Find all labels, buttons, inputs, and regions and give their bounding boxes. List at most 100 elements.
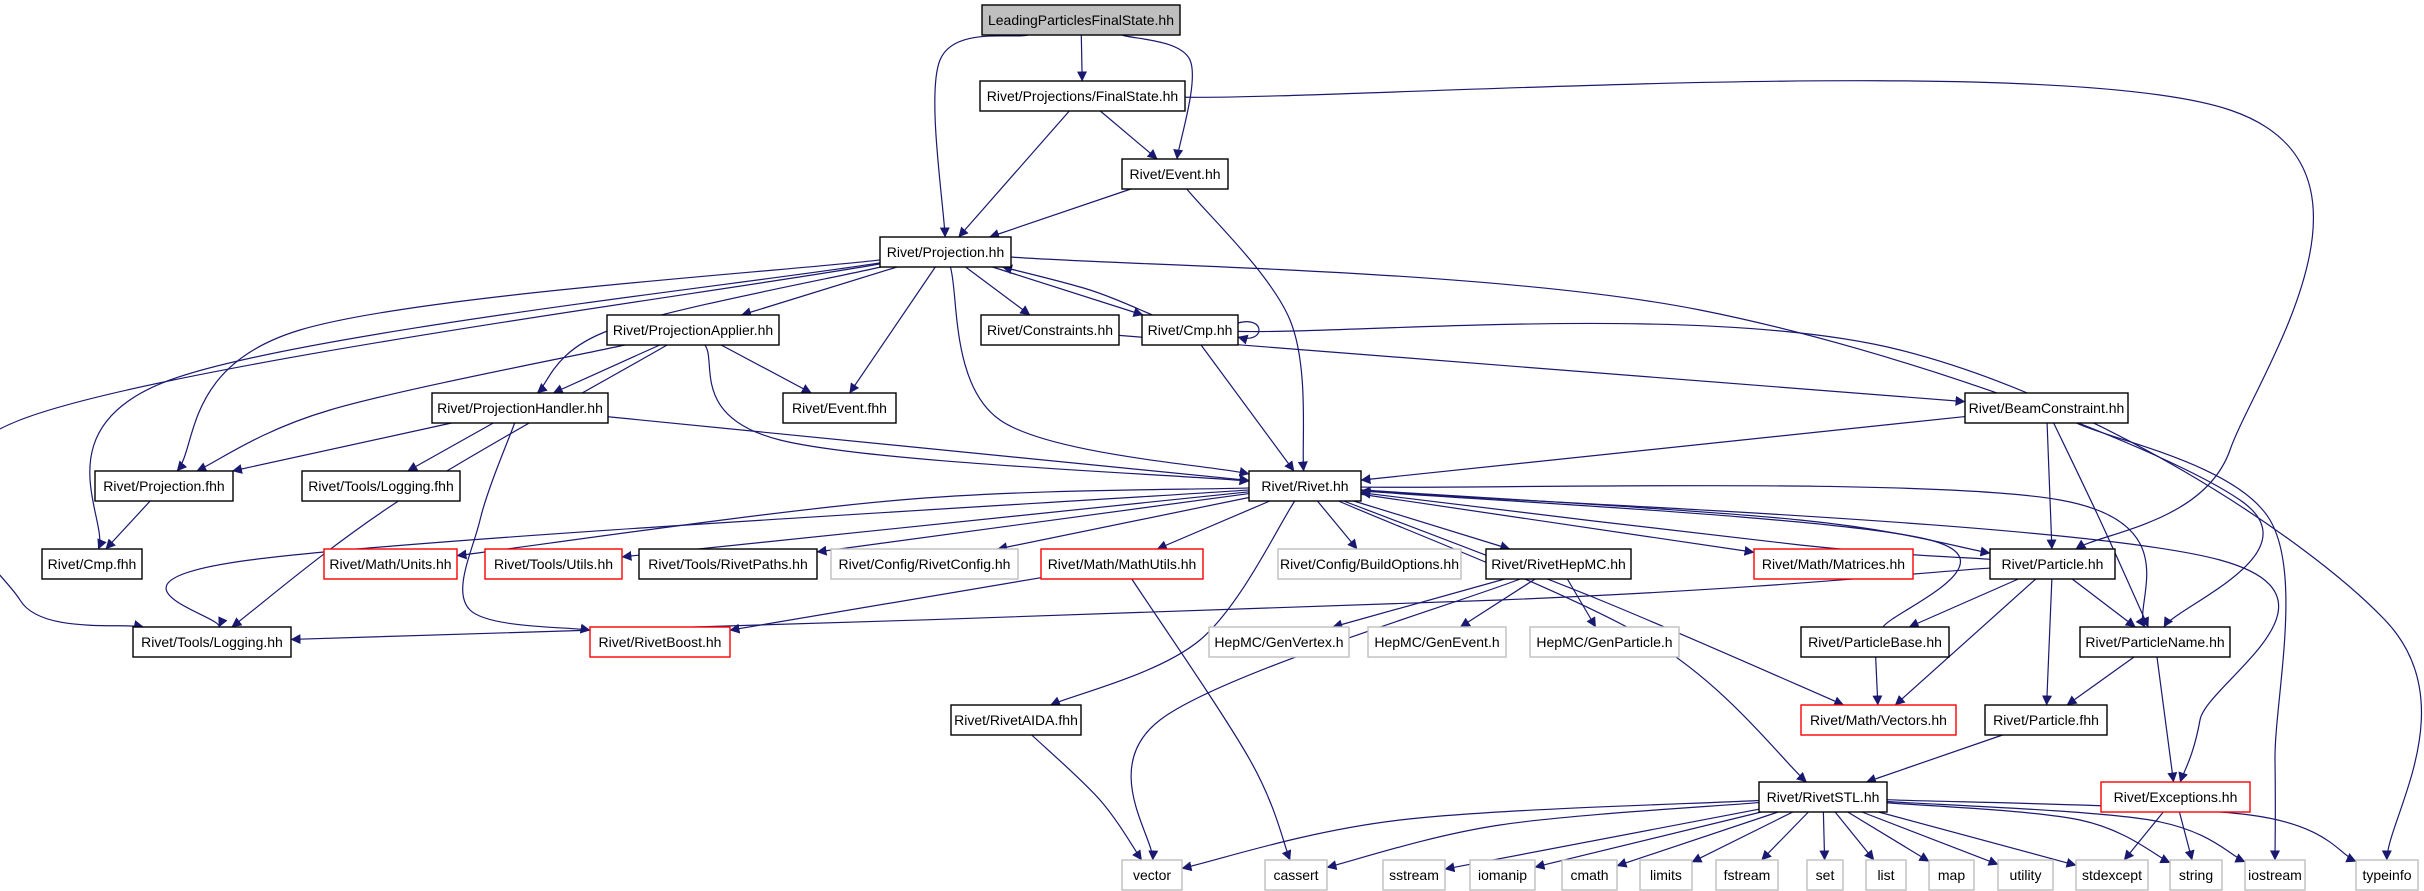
node-box <box>1040 548 1204 580</box>
node-proj[interactable]: Rivet/Projection.hh <box>879 236 1012 268</box>
edge-phandler-to-rivet <box>607 416 1250 485</box>
node-iostream[interactable]: iostream <box>2244 859 2306 891</box>
edge-pname-to-particlefhh <box>2066 656 2135 706</box>
edge-fs-to-event <box>1099 110 1158 160</box>
node-label: limits <box>1650 867 1682 883</box>
node-pname[interactable]: Rivet/ParticleName.hh <box>2079 626 2231 658</box>
node-label: list <box>1877 867 1894 883</box>
edge-particle-to-rivet <box>1360 488 1991 560</box>
edge-stl-to-list <box>1834 811 1875 861</box>
node-label: stdexcept <box>2082 867 2142 883</box>
node-phandler[interactable]: Rivet/ProjectionHandler.hh <box>431 392 609 424</box>
node-label: Rivet/Projections/FinalState.hh <box>987 88 1178 104</box>
node-buildopts[interactable]: Rivet/Config/BuildOptions.hh <box>1277 548 1462 580</box>
node-label: vector <box>1133 867 1171 883</box>
node-config[interactable]: Rivet/Config/RivetConfig.hh <box>830 548 1019 580</box>
node-genvertex[interactable]: HepMC/GenVertex.h <box>1208 626 1350 658</box>
edge-stl-to-utility <box>1861 811 1999 866</box>
edge-rivet-to-buildopts <box>1316 500 1358 550</box>
edge-papplier-to-phandler <box>552 344 660 394</box>
node-boost[interactable]: Rivet/RivetBoost.hh <box>589 626 731 658</box>
node-logging[interactable]: Rivet/Tools/Logging.hh <box>132 626 292 658</box>
node-map[interactable]: map <box>1928 859 1975 891</box>
node-label: Rivet/ParticleName.hh <box>2085 634 2224 650</box>
node-aida[interactable]: Rivet/RivetAIDA.fhh <box>950 704 1082 736</box>
node-paths[interactable]: Rivet/Tools/RivetPaths.hh <box>638 548 818 580</box>
edge-papplier-to-projfhh <box>196 344 626 472</box>
node-beam[interactable]: Rivet/BeamConstraint.hh <box>1964 392 2129 424</box>
node-cassert[interactable]: cassert <box>1264 859 1328 891</box>
edge-exceptions-to-stdexcept <box>2123 811 2164 861</box>
node-label: Rivet/Tools/RivetPaths.hh <box>648 556 808 572</box>
edge-proj-to-constraints <box>965 266 1031 316</box>
node-mathutils[interactable]: Rivet/Math/MathUtils.hh <box>1040 548 1204 580</box>
node-box <box>1277 548 1462 580</box>
node-stdexcept[interactable]: stdexcept <box>2075 859 2149 891</box>
node-projfhh[interactable]: Rivet/Projection.fhh <box>94 470 234 502</box>
node-papplier[interactable]: Rivet/ProjectionApplier.hh <box>606 314 780 346</box>
edge-rivet-to-units <box>456 487 1250 560</box>
node-units[interactable]: Rivet/Math/Units.hh <box>323 548 458 580</box>
node-label: Rivet/Projection.hh <box>887 244 1005 260</box>
node-box <box>1469 859 1536 891</box>
node-pbase[interactable]: Rivet/ParticleBase.hh <box>1800 626 1950 658</box>
node-eventfhh[interactable]: Rivet/Event.fhh <box>782 392 897 424</box>
node-list[interactable]: list <box>1865 859 1907 891</box>
node-particle[interactable]: Rivet/Particle.hh <box>1989 548 2116 580</box>
node-vectors[interactable]: Rivet/Math/Vectors.hh <box>1800 704 1957 736</box>
edge-phandler-to-projfhh <box>231 422 452 474</box>
node-cmath[interactable]: cmath <box>1561 859 1618 891</box>
edge-beam-to-pname <box>2053 422 2149 628</box>
node-box <box>2244 859 2306 891</box>
node-box <box>431 392 609 424</box>
edge-stl-to-sstream <box>1444 808 1760 873</box>
edge-exceptions-to-string <box>2178 811 2195 861</box>
edge-rivet-to-aida <box>1050 500 1296 706</box>
node-rivet[interactable]: Rivet/Rivet.hh <box>1248 470 1362 502</box>
node-box <box>2169 859 2223 891</box>
node-matrices[interactable]: Rivet/Math/Matrices.hh <box>1753 548 1914 580</box>
node-label: Rivet/Exceptions.hh <box>2114 789 2238 805</box>
edge-rivet-to-particle <box>1360 489 1991 557</box>
node-event[interactable]: Rivet/Event.hh <box>1121 158 1229 190</box>
node-constraints[interactable]: Rivet/Constraints.hh <box>980 314 1120 346</box>
node-genevent[interactable]: HepMC/GenEvent.h <box>1367 626 1507 658</box>
edge-phandler-to-logfhh <box>407 422 494 472</box>
node-cmpfhh[interactable]: Rivet/Cmp.fhh <box>41 548 143 580</box>
node-box <box>1806 859 1844 891</box>
edge-proj-to-cmp <box>992 266 1144 317</box>
node-exceptions[interactable]: Rivet/Exceptions.hh <box>2100 781 2251 813</box>
node-hepmc[interactable]: Rivet/RivetHepMC.hh <box>1485 548 1632 580</box>
node-box <box>782 392 897 424</box>
node-cmp[interactable]: Rivet/Cmp.hh <box>1141 314 1239 346</box>
node-label: Rivet/Particle.hh <box>2002 556 2104 572</box>
node-string[interactable]: string <box>2169 859 2223 891</box>
node-logfhh[interactable]: Rivet/Tools/Logging.fhh <box>301 470 461 502</box>
edge-stl-to-iomanip <box>1534 811 1762 870</box>
node-label: Rivet/RivetBoost.hh <box>599 634 722 650</box>
node-fs[interactable]: Rivet/Projections/FinalState.hh <box>979 80 1186 112</box>
node-utils[interactable]: Rivet/Tools/Utils.hh <box>484 548 623 580</box>
node-iomanip[interactable]: iomanip <box>1469 859 1536 891</box>
node-set[interactable]: set <box>1806 859 1844 891</box>
node-limits[interactable]: limits <box>1639 859 1693 891</box>
node-genparticle[interactable]: HepMC/GenParticle.h <box>1529 626 1680 658</box>
node-fstream[interactable]: fstream <box>1715 859 1779 891</box>
node-label: typeinfo <box>2362 867 2411 883</box>
node-box <box>2355 859 2419 891</box>
node-vector[interactable]: vector <box>1121 859 1183 891</box>
edge-stl-to-map <box>1847 811 1930 862</box>
node-utility[interactable]: utility <box>1997 859 2054 891</box>
node-label: Rivet/Tools/Logging.fhh <box>308 478 454 494</box>
node-label: Rivet/RivetSTL.hh <box>1767 789 1880 805</box>
edge-beam-to-rivet <box>1360 415 1966 485</box>
node-stl[interactable]: Rivet/RivetSTL.hh <box>1758 781 1888 813</box>
node-sstream[interactable]: sstream <box>1382 859 1446 891</box>
node-typeinfo[interactable]: typeinfo <box>2355 859 2419 891</box>
node-label: HepMC/GenParticle.h <box>1536 634 1672 650</box>
node-particlefhh[interactable]: Rivet/Particle.fhh <box>1984 704 2108 736</box>
node-root: LeadingParticlesFinalState.hh <box>981 4 1181 36</box>
node-box <box>132 626 292 658</box>
edge-pname-to-exceptions <box>2156 656 2178 783</box>
